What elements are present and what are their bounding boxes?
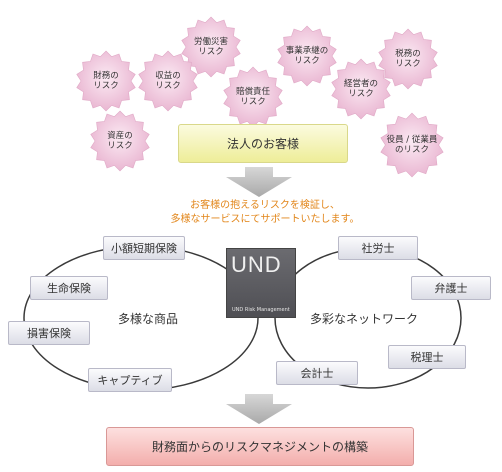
risk-bubble-profit: 収益の リスク <box>137 50 199 112</box>
network-tag-tax-accountant: 税理士 <box>388 345 466 369</box>
verify-note-line-2: 多様なサービスにてサポートいたします。 <box>170 214 360 225</box>
result-box: 財務面からのリスクマネジメントの構築 <box>106 427 414 466</box>
und-logo: UND UND Risk Management <box>226 248 296 318</box>
network-title: 多彩なネットワーク <box>310 312 419 326</box>
verify-note-line-1: お客様の抱えるリスクを検証し、 <box>190 200 340 211</box>
client-box-label: 法人のお客様 <box>226 137 299 151</box>
risk-bubble-liability: 賠償責任 リスク <box>222 66 284 128</box>
risk-bubble-officer-employee: 役員 / 従業員 のリスク <box>379 112 445 178</box>
risk-label: 経営者の リスク <box>343 79 378 99</box>
risk-label: 税務の リスク <box>395 49 421 69</box>
product-tag-property-insurance: 損害保険 <box>8 321 90 345</box>
verify-note: お客様の抱えるリスクを検証し、 多様なサービスにてサポートいたします。 <box>120 199 410 227</box>
down-arrow-icon <box>226 394 292 424</box>
risk-bubble-labor-accident: 労働災害 リスク <box>180 16 242 78</box>
result-box-label: 財務面からのリスクマネジメントの構築 <box>151 440 368 454</box>
product-tag-life-insurance: 生命保険 <box>30 276 108 300</box>
risk-label: 財務の リスク <box>93 71 119 91</box>
client-box: 法人のお客様 <box>178 124 348 163</box>
risk-bubble-tax: 税務の リスク <box>377 28 439 90</box>
risk-bubble-assets: 資産の リスク <box>89 110 151 172</box>
risk-bubble-business-succession: 事業承継の リスク <box>276 25 338 87</box>
risk-bubble-manager: 経営者の リスク <box>330 58 392 120</box>
risk-label: 賠償責任 リスク <box>235 87 270 107</box>
network-tag-accountant: 会計士 <box>276 361 358 385</box>
product-tag-captive: キャプティブ <box>88 368 172 392</box>
risk-label: 役員 / 従業員 のリスク <box>386 135 438 155</box>
network-tag-lawyer: 弁護士 <box>411 276 491 300</box>
down-arrow-icon <box>226 167 292 197</box>
risk-label: 収益の リスク <box>155 71 181 91</box>
risk-label: 資産の リスク <box>107 131 133 151</box>
product-tag-small-short-term-insurance: 小額短期保険 <box>103 236 185 260</box>
risk-label: 事業承継の リスク <box>285 46 329 66</box>
products-title: 多様な商品 <box>118 312 179 326</box>
risk-label: 労働災害 リスク <box>193 37 228 57</box>
logo-text: UND <box>231 252 282 277</box>
logo-subtext: UND Risk Management <box>232 307 290 313</box>
risk-bubble-financial: 財務の リスク <box>75 50 137 112</box>
network-tag-labor-consultant: 社労士 <box>338 236 418 260</box>
